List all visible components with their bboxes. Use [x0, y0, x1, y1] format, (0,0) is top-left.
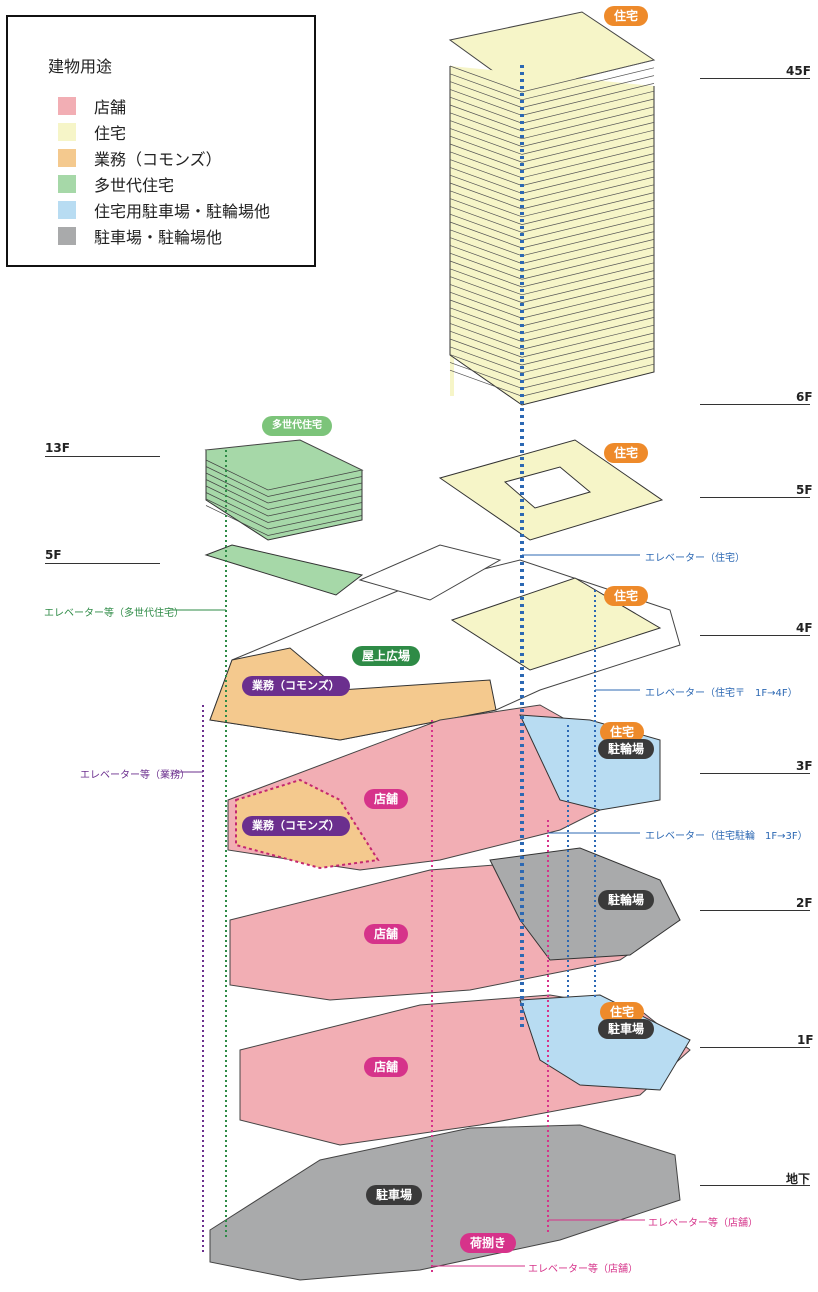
multi-gen-stack: [204, 439, 364, 541]
tag-commons-4f: 業務（コモンズ）: [242, 676, 350, 696]
tag-loading-basement: 荷捌き: [460, 1233, 517, 1253]
floor-label-basement: 地下: [786, 1172, 811, 1186]
tower-floor-line: [449, 332, 655, 366]
tower-floor-line: [449, 176, 655, 210]
tower-floor-line: [449, 122, 655, 155]
tower-floor-line: [449, 200, 655, 233]
floor-line: [700, 404, 810, 405]
legend-label: 住宅用駐車場・駐輪場他: [94, 202, 271, 221]
upper-deck: [358, 544, 502, 601]
legend-item-res-parking: 住宅用駐車場・駐輪場他: [58, 199, 270, 221]
legend: 建物用途 店舗 住宅 業務（コモンズ） 多世代住宅 住宅用駐車場・駐輪場他 駐車…: [6, 15, 316, 267]
legend-label: 住宅: [94, 124, 127, 143]
floor-4f-commons: [209, 647, 497, 741]
floor-line: [700, 1185, 810, 1186]
multi-floor-line: [205, 472, 363, 504]
legend-label: 業務（コモンズ）: [94, 150, 222, 169]
annot-elev-res-bike: エレベーター（住宅駐輪 1F→3F）: [645, 831, 808, 842]
multi-floor-line: [205, 498, 363, 530]
basement-plate: [209, 1124, 681, 1281]
tag-commons-3f: 業務（コモンズ）: [242, 816, 350, 836]
floor-1f-parking: [519, 994, 691, 1091]
legend-label: 店舗: [94, 98, 127, 117]
tower-floor-line: [449, 114, 655, 147]
tower-floor-line: [449, 317, 655, 350]
multi-floor-line: [205, 479, 363, 510]
tag-bicycle-2f: 駐輪場: [598, 890, 655, 910]
annot-elev-store-bottom: エレベーター等（店舗）: [528, 1264, 638, 1275]
floor-label-6f: 6F: [796, 390, 813, 404]
tag-store-1f: 店舗: [364, 1057, 409, 1077]
annot-elev-store-right: エレベーター等（店舗）: [648, 1218, 758, 1229]
floor-label-13f: 13F: [45, 441, 70, 455]
floor-line: [700, 78, 810, 79]
legend-item-parking: 駐車場・駐輪場他: [58, 225, 222, 247]
floor-2f-bicycle: [489, 847, 681, 961]
tag-store-3f: 店舗: [364, 789, 409, 809]
floor-label-5f-multi: 5F: [45, 548, 62, 562]
floor-line: [700, 773, 810, 774]
annot-elev-res-lower: エレベーター（住宅〒 1F→4F）: [645, 688, 798, 699]
tower-floor-line: [449, 168, 655, 202]
floor-line: [45, 456, 160, 457]
tag-parking-basement: 駐車場: [366, 1185, 423, 1205]
tower-floor-line: [449, 59, 655, 93]
legend-swatch: [58, 149, 76, 167]
tower-stack: [448, 11, 656, 406]
legend-swatch: [58, 227, 76, 245]
tower-floor-line: [449, 239, 655, 272]
tag-store-2f: 店舗: [364, 924, 409, 944]
tag-multi-gen: 多世代住宅: [262, 416, 332, 436]
annot-elev-business: エレベーター等（業務）: [80, 770, 190, 781]
legend-title: 建物用途: [48, 57, 113, 76]
annot-elev-multi: エレベーター等（多世代住宅）: [44, 608, 184, 619]
tag-parking-1f: 駐車場: [598, 1019, 655, 1039]
legend-swatch: [58, 97, 76, 115]
legend-swatch: [58, 201, 76, 219]
tower-floor-line: [449, 67, 655, 101]
tower-floor-line: [449, 246, 655, 280]
floor-label-4f: 4F: [796, 621, 813, 635]
tower-floor-line: [449, 262, 655, 296]
legend-item-residence: 住宅: [58, 121, 126, 143]
legend-item-commons: 業務（コモンズ）: [58, 147, 222, 169]
floor-label-5f: 5F: [796, 483, 813, 497]
tower-floor-line: [449, 184, 655, 218]
floor-line: [700, 1047, 810, 1048]
legend-item-store: 店舗: [58, 95, 126, 117]
floor-label-45f: 45F: [786, 64, 811, 78]
floor-label-3f: 3F: [796, 759, 813, 773]
floor-label-2f: 2F: [796, 896, 813, 910]
floor-line: [700, 497, 810, 498]
legend-label: 多世代住宅: [94, 176, 175, 195]
tower-floor-line: [449, 324, 655, 358]
tag-bicycle-3f: 駐輪場: [598, 739, 655, 759]
tag-residence-3f: 住宅: [600, 722, 645, 742]
legend-item-multi: 多世代住宅: [58, 173, 174, 195]
tower-floor-line: [449, 106, 655, 140]
legend-swatch: [58, 123, 76, 141]
legend-swatch: [58, 175, 76, 193]
legend-label: 駐車場・駐輪場他: [94, 228, 223, 247]
tower-floor-line: [449, 340, 655, 374]
tower-floor-line: [449, 192, 655, 225]
tag-residence-1f: 住宅: [600, 1002, 645, 1022]
tag-rooftop-plaza: 屋上広場: [352, 646, 421, 666]
tag-residence-5f: 住宅: [604, 443, 649, 463]
floor-line: [45, 563, 160, 564]
annot-elev-residence: エレベーター（住宅）: [645, 553, 745, 564]
tower-5f-core: [503, 466, 592, 509]
multi-floor-line: [205, 492, 363, 523]
tower-floor-line: [449, 254, 655, 288]
floor-label-1f: 1F: [797, 1033, 814, 1047]
tower-floor-line: [449, 129, 655, 163]
tag-residence-4f: 住宅: [604, 586, 649, 606]
tag-residence-top: 住宅: [604, 6, 649, 26]
multi-5f-plate: [204, 544, 364, 596]
tower-floor-line: [449, 270, 655, 303]
floor-line: [700, 910, 810, 911]
tower-floor-line: [449, 309, 655, 342]
floor-line: [700, 635, 810, 636]
